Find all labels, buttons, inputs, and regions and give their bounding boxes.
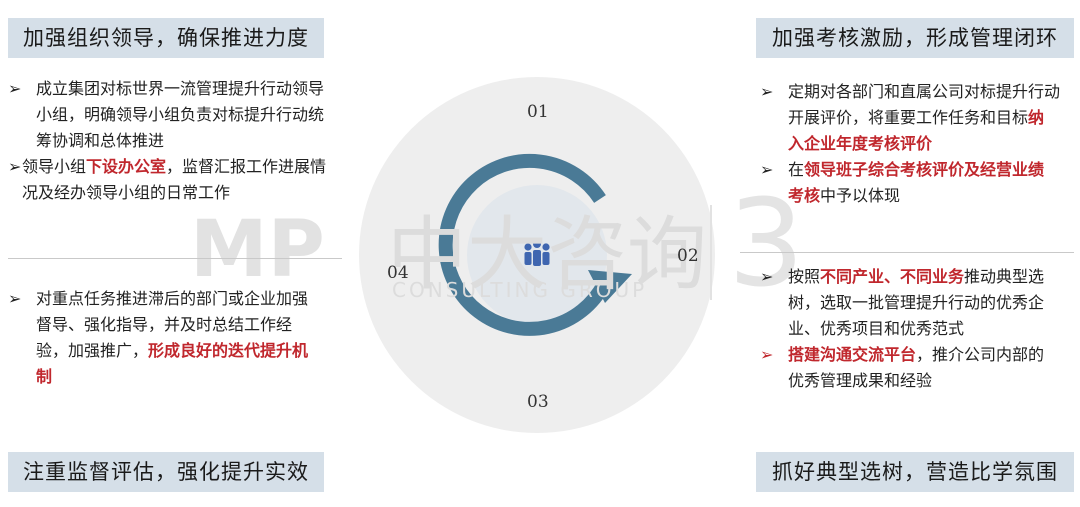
cycle-number-02: 02 — [677, 246, 699, 266]
cycle-number-04: 04 — [387, 263, 409, 283]
item-highlight: 搭建沟通交流平台 — [788, 345, 917, 364]
item-text: 定期对各部门和直属公司对标提升行动开展评价，将重要工作任务和目标 — [788, 82, 1061, 127]
bullet-arrow-icon: ➢ — [760, 345, 774, 364]
item-highlight: 形成良好的迭代提升机制 — [36, 341, 309, 386]
banner-bottom-left: 注重监督评估，强化提升实效 — [8, 452, 324, 492]
item-highlight: 纳入企业年度考核评价 — [788, 108, 1045, 153]
people-group-icon — [524, 240, 550, 266]
cycle-number-01: 01 — [527, 102, 549, 122]
list-item: ➢ 定期对各部门和直属公司对标提升行动开展评价，将重要工作任务和目标纳入企业年度… — [760, 79, 1060, 157]
item-text: ，推介公司内部的优秀管理成果和经验 — [788, 345, 1045, 390]
right-bottom-block: ➢ 按照不同产业、不同业务推动典型选树，选取一批管理提升行动的优秀企业、优秀项目… — [760, 264, 1060, 394]
item-text: 在 — [788, 160, 805, 179]
banner-top-right: 加强考核激励，形成管理闭环 — [756, 18, 1074, 58]
bullet-arrow-icon: ➢ — [760, 82, 774, 101]
cycle-arrowhead — [588, 270, 632, 303]
list-item: ➢ 按照不同产业、不同业务推动典型选树，选取一批管理提升行动的优秀企业、优秀项目… — [760, 264, 1060, 342]
cycle-number-03: 03 — [527, 392, 549, 412]
item-highlight: 下设办公室 — [86, 157, 167, 176]
bullet-arrow-icon: ➢ — [8, 157, 22, 176]
left-divider — [8, 258, 342, 259]
watermark-divider — [710, 205, 712, 300]
right-divider — [740, 252, 1074, 253]
item-text: 中予以体现 — [820, 186, 901, 205]
bullet-arrow-icon: ➢ — [8, 289, 22, 308]
watermark-digit: 3 — [728, 175, 805, 314]
item-text: ，监督汇报工作进展情况及经办领导小组的日常工作 — [22, 157, 327, 202]
list-item: ➢ 成立集团对标世界一流管理提升行动领导小组，明确领导小组负责对标提升行动统筹协… — [8, 76, 338, 154]
list-item: ➢ 对重点任务推进滞后的部门或企业加强督导、强化指导，并及时总结工作经验，加强推… — [8, 286, 318, 390]
list-item: ➢ 在领导班子综合考核评价及经营业绩考核中予以体现 — [760, 157, 1060, 209]
item-highlight: 领导班子综合考核评价及经营业绩考核 — [788, 160, 1045, 205]
list-item: ➢ 搭建沟通交流平台，推介公司内部的优秀管理成果和经验 — [760, 342, 1060, 394]
bullet-arrow-icon: ➢ — [8, 79, 22, 98]
watermark-en: CONSULTING GROUP — [392, 278, 648, 302]
watermark-cn: 中大咨询 — [387, 208, 707, 301]
right-top-block: ➢ 定期对各部门和直属公司对标提升行动开展评价，将重要工作任务和目标纳入企业年度… — [760, 79, 1060, 209]
bullet-arrow-icon: ➢ — [760, 267, 774, 286]
item-text: 按照 — [788, 267, 821, 286]
banner-bottom-right: 抓好典型选树，营造比学氛围 — [756, 452, 1074, 492]
list-item: ➢ 领导小组下设办公室，监督汇报工作进展情况及经办领导小组的日常工作 — [8, 154, 338, 206]
left-top-block: ➢ 成立集团对标世界一流管理提升行动领导小组，明确领导小组负责对标提升行动统筹协… — [8, 76, 338, 206]
watermark-logo: MP — [190, 205, 325, 295]
item-text: 对重点任务推进滞后的部门或企业加强督导、强化指导，并及时总结工作经验，加强推广， — [36, 289, 309, 360]
item-text: 成立集团对标世界一流管理提升行动领导小组，明确领导小组负责对标提升行动统筹协调和… — [36, 79, 325, 150]
banner-top-left: 加强组织领导，确保推进力度 — [8, 18, 324, 58]
left-bottom-block: ➢ 对重点任务推进滞后的部门或企业加强督导、强化指导，并及时总结工作经验，加强推… — [8, 286, 318, 390]
item-text: 推动典型选树，选取一批管理提升行动的优秀企业、优秀项目和优秀范式 — [788, 267, 1045, 338]
item-highlight: 不同产业、不同业务 — [820, 267, 965, 286]
item-text: 领导小组 — [22, 157, 87, 176]
bullet-arrow-icon: ➢ — [760, 160, 774, 179]
cycle-arrow-ring — [438, 153, 611, 336]
